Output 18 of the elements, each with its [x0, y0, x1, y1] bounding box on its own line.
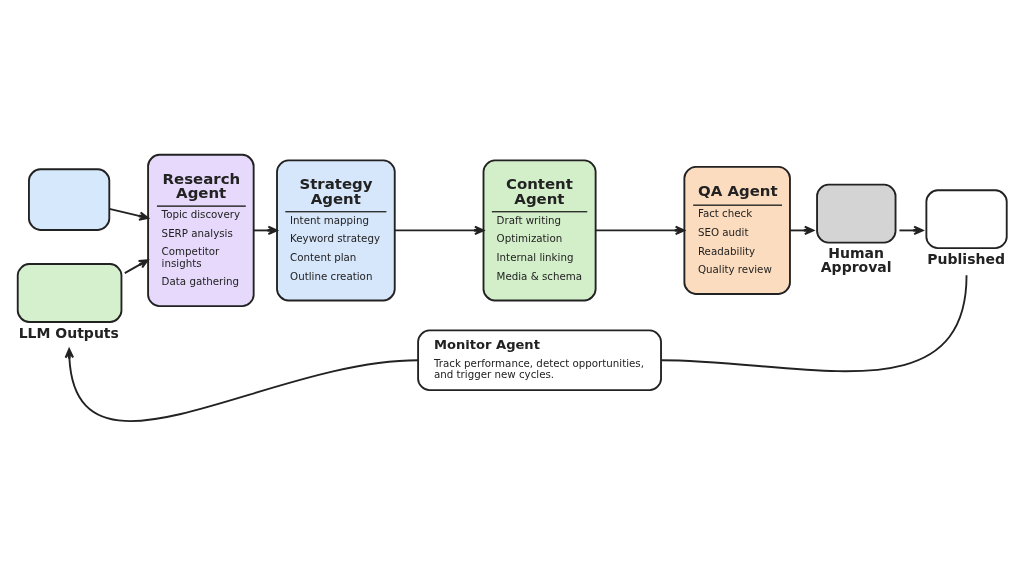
node-box: Monitor Agent Track performance, detect opportunities, and trigger new cycles. — [417, 329, 662, 392]
node-box: Research Agent Topic discovery SERP analysis Competitor insights Data gathering — [147, 153, 255, 308]
node-box: QA Agent Fact check SEO audit Readability Quality review — [683, 165, 791, 295]
node-box — [28, 168, 111, 231]
node-box: Content Agent Draft writing Optimization Internal linking Media & schema — [482, 159, 597, 302]
arrow — [108, 208, 149, 221]
node-box: Strategy Agent Intent mapping Keyword strategy Content plan Outline creation — [276, 159, 396, 302]
connector — [660, 274, 968, 373]
arrow — [252, 225, 278, 236]
node-label: LLM Outputs — [18, 324, 119, 341]
node-label: Human Approval — [820, 245, 892, 276]
arrow — [64, 348, 420, 422]
node-label: Published — [927, 251, 1005, 268]
arrow — [123, 259, 149, 275]
arrow — [394, 225, 485, 236]
arrow — [789, 225, 815, 236]
arrow — [594, 225, 686, 236]
arrow — [898, 225, 924, 236]
